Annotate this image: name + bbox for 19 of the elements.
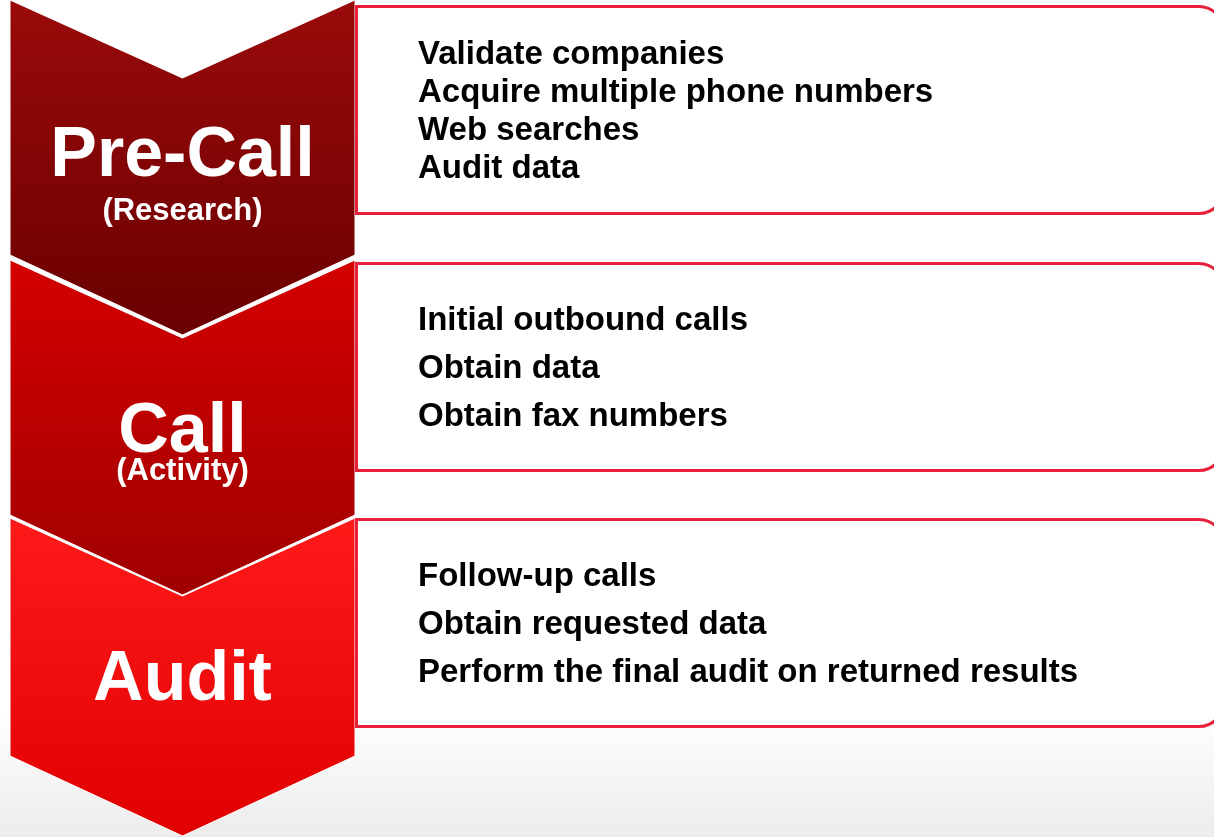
chevron-banner (10, 518, 355, 836)
chevron-banner (10, 260, 355, 595)
task-item: Follow-up calls (418, 556, 657, 594)
chevron-banner (10, 0, 355, 335)
task-item: Web searches (418, 110, 640, 148)
task-item: Audit data (418, 148, 580, 186)
task-item: Perform the final audit on returned results (418, 652, 1079, 690)
stage-title: Audit (92, 636, 273, 716)
step-box (355, 518, 1214, 728)
stage-subtitle: (Research) (101, 192, 264, 228)
task-item: Obtain requested data (418, 604, 767, 642)
task-item: Acquire multiple phone numbers (418, 72, 934, 110)
task-item: Obtain data (418, 348, 600, 386)
step-box (355, 262, 1214, 472)
step-box (355, 5, 1214, 215)
task-item: Obtain fax numbers (418, 396, 728, 434)
task-item: Initial outbound calls (418, 300, 748, 338)
task-item: Validate companies (418, 34, 725, 72)
stage-title: Pre-Call (49, 112, 316, 192)
